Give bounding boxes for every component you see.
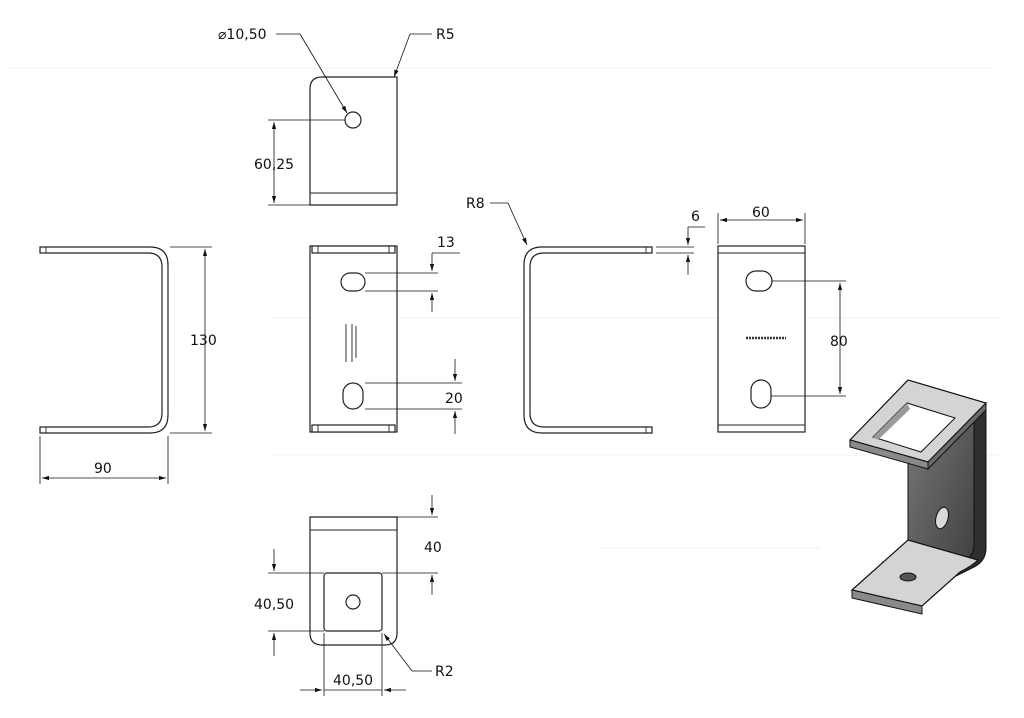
- left-view-profile: [39, 246, 169, 434]
- rear-view: 60 80: [717, 205, 848, 433]
- top-view: 60,25 ⌀10,50 R5: [218, 27, 455, 206]
- dim-slot-spacing: 80: [830, 334, 848, 350]
- front-view-slot-top: [340, 272, 366, 292]
- left-view: 130 90: [39, 246, 217, 484]
- dim-thickness: 6: [691, 209, 700, 225]
- front-view-slot-bottom: [342, 382, 364, 410]
- bottom-view: 40 40,50 40,50 R2: [254, 495, 454, 696]
- front-view: 13 20: [309, 235, 463, 434]
- right-view-profile: [523, 246, 653, 434]
- rear-view-slot-top: [745, 270, 773, 292]
- dim-top-radius: R5: [436, 27, 455, 43]
- top-view-hole: [344, 111, 362, 129]
- top-view-outline: [309, 76, 398, 206]
- dim-cutout-offset: 40: [424, 540, 442, 556]
- right-view: R8 6: [466, 196, 705, 434]
- isometric-view: [848, 379, 988, 615]
- dim-width: 90: [94, 461, 112, 477]
- bottom-view-hole: [345, 594, 361, 610]
- rear-view-slot-bottom: [750, 379, 772, 409]
- dim-hole-offset: 60,25: [254, 157, 294, 173]
- dim-bend-radius: R8: [466, 196, 485, 212]
- dim-rear-width: 60: [752, 205, 770, 221]
- dim-cutout-height: 40,50: [254, 597, 294, 613]
- background-guides: [10, 67, 1000, 549]
- dim-cutout-radius: R2: [435, 664, 454, 680]
- dim-slot-length: 20: [445, 391, 463, 407]
- dim-hole-diameter: ⌀10,50: [218, 27, 267, 43]
- dim-height: 130: [190, 333, 217, 349]
- iso-wall-slot: [935, 506, 949, 530]
- dim-cutout-width: 40,50: [333, 673, 373, 689]
- dim-slot-width: 13: [437, 235, 455, 251]
- iso-bottom-flange: [850, 539, 980, 607]
- iso-bottom-hole: [899, 572, 917, 582]
